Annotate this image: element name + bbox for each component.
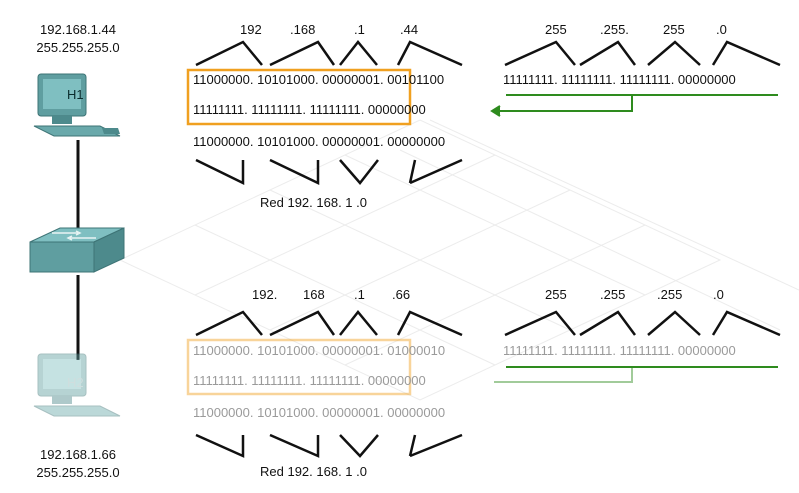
h2-mask-octet: .0: [713, 287, 724, 302]
h2-subnet-mask: 255.255.255.0: [36, 465, 120, 480]
h1-result-brackets: [195, 158, 463, 186]
h1-network-result: Red 192. 168. 1 .0: [260, 195, 367, 210]
h1-mask-octet: 255: [663, 22, 685, 37]
h1-arrow: [490, 94, 778, 117]
h2-network-result: Red 192. 168. 1 .0: [260, 464, 367, 479]
switch-icon: [29, 227, 125, 273]
h1-device-label: H1: [67, 87, 84, 102]
h1-network-binary: 11000000. 10101000. 00000001. 00000000: [193, 134, 446, 149]
h2-ip-binary: 11000000. 10101000. 00000001. 01000010: [193, 343, 446, 358]
h2-highlight-box: [186, 338, 412, 396]
h2-ip-address: 192.168.1.66: [40, 447, 116, 462]
h1-ip-address: 192.168.1.44: [40, 22, 116, 37]
h1-mask-brackets: [504, 40, 781, 67]
h2-mask-binary: 11111111. 11111111. 11111111. 00000000: [503, 343, 736, 358]
background-grid: [118, 119, 799, 401]
h2-device-label: H2: [67, 375, 84, 390]
h2-mask-octet: .255: [657, 287, 683, 302]
h1-ip-octet: .168: [290, 22, 316, 37]
h1-subnet-mask: 255.255.255.0: [36, 40, 120, 55]
h2-network-binary: 11000000. 10101000. 00000001. 00000000: [193, 405, 446, 420]
h2-ip-octet: .66: [392, 287, 411, 302]
h1-mask-binary: 11111111. 11111111. 11111111. 00000000: [503, 72, 736, 87]
h2-ip-octet: 192.: [252, 287, 278, 302]
h1-highlight-box: [186, 68, 412, 126]
h1-mask-octet: .255.: [600, 22, 629, 37]
h2-result-brackets: [195, 433, 463, 458]
h2-mask-octet: .255: [600, 287, 626, 302]
h2-mask-binary-and: 11111111. 11111111. 11111111. 00000000: [193, 373, 426, 388]
pc-icon: [33, 73, 121, 137]
h2-ip-octet: 168: [303, 287, 325, 302]
h2-ip-octet: .1: [354, 287, 365, 302]
h2-ip-brackets: [195, 310, 463, 337]
h1-mask-binary-and: 11111111. 11111111. 11111111. 00000000: [193, 102, 426, 117]
h1-ip-brackets: [195, 40, 463, 67]
pc-icon: [33, 353, 121, 417]
h1-ip-octet: 192: [240, 22, 262, 37]
h2-mask-octet: 255: [545, 287, 567, 302]
h2-mask-brackets: [504, 310, 781, 337]
h1-ip-binary: 11000000. 10101000. 00000001. 00101100: [193, 72, 445, 87]
h2-arrow: [494, 366, 778, 383]
h1-ip-octet: .44: [400, 22, 419, 37]
h1-ip-octet: .1: [354, 22, 365, 37]
h1-mask-octet: 255: [545, 22, 567, 37]
h1-mask-octet: .0: [716, 22, 727, 37]
